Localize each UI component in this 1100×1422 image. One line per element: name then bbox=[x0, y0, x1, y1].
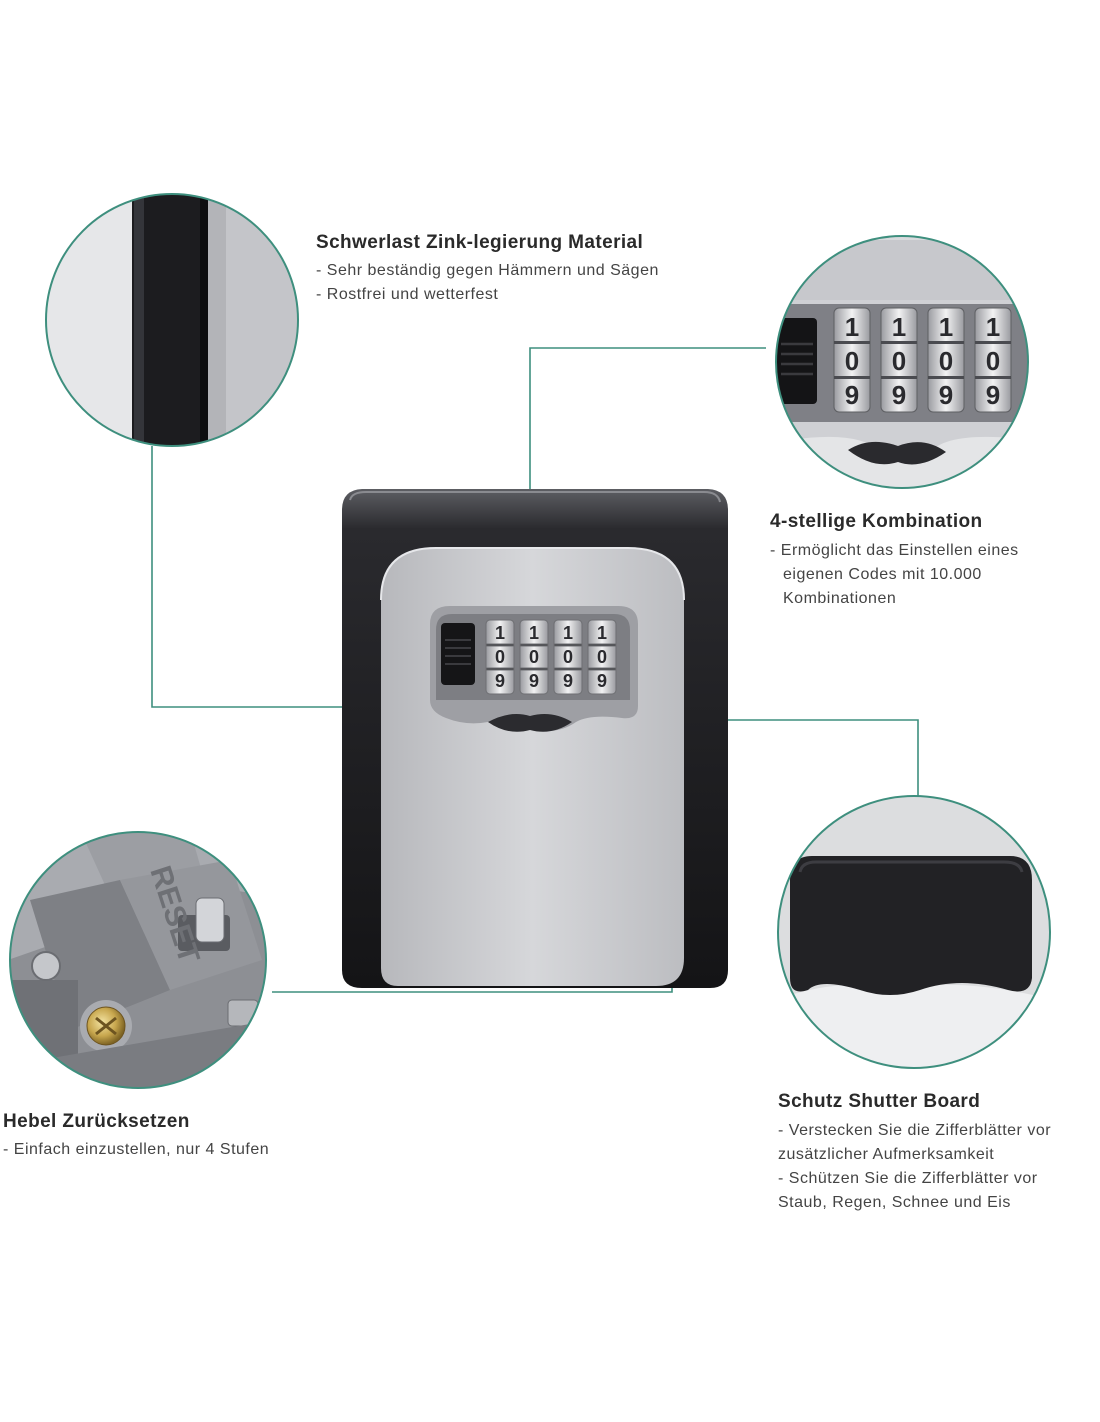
main-dial-2-middle: 0 bbox=[529, 647, 539, 667]
shutter-detail-circle bbox=[777, 795, 1051, 1069]
main-dial-4-middle: 0 bbox=[597, 647, 607, 667]
zoom-dial-3-middle: 0 bbox=[939, 346, 953, 376]
reset-title: Hebel Zurücksetzen bbox=[3, 1111, 190, 1132]
shutter-title: Schutz Shutter Board bbox=[778, 1091, 981, 1112]
combination-line-2: eigenen Codes mit 10.000 bbox=[783, 566, 982, 583]
main-dial-1-top: 1 bbox=[495, 623, 505, 643]
main-dial-2-bottom: 9 bbox=[529, 671, 539, 691]
main-dial-4-top: 1 bbox=[597, 623, 607, 643]
main-dial-3-bottom: 9 bbox=[563, 671, 573, 691]
zoom-dial-3-bottom: 9 bbox=[939, 380, 953, 410]
shutter-line-1: - Verstecken Sie die Zifferblätter vor bbox=[778, 1122, 1052, 1139]
combination-feature: 4-stellige Kombination - Ermöglicht das … bbox=[770, 511, 1019, 611]
zoom-dial-1-middle: 0 bbox=[845, 346, 859, 376]
main-dial-3-middle: 0 bbox=[563, 647, 573, 667]
zoom-dial-3-top: 1 bbox=[939, 312, 953, 342]
main-dial-2-top: 1 bbox=[529, 623, 539, 643]
key-lock-box: 1 1 1 1 0 0 0 0 9 9 9 9 bbox=[342, 489, 728, 988]
zoom-dial-4-middle: 0 bbox=[986, 346, 1000, 376]
reset-feature: Hebel Zurücksetzen - Einfach einzustelle… bbox=[3, 1111, 269, 1162]
shutter-feature: Schutz Shutter Board - Verstecken Sie di… bbox=[778, 1091, 1051, 1215]
zoom-dial-1-top: 1 bbox=[845, 312, 859, 342]
combination-line-3: Kombinationen bbox=[783, 590, 897, 607]
combination-detail-circle: 1 1 1 1 0 0 0 0 9 9 9 9 bbox=[775, 235, 1029, 489]
combination-title: 4-stellige Kombination bbox=[770, 511, 983, 532]
main-dial-3-top: 1 bbox=[563, 623, 573, 643]
zoom-dial-4-top: 1 bbox=[986, 312, 1000, 342]
combination-line-1: - Ermöglicht das Einstellen eines bbox=[770, 542, 1019, 559]
material-line-2: - Rostfrei und wetterfest bbox=[316, 286, 499, 303]
zoom-dial-2-middle: 0 bbox=[892, 346, 906, 376]
reset-line-1: - Einfach einzustellen, nur 4 Stufen bbox=[3, 1141, 270, 1158]
material-title: Schwerlast Zink-legierung Material bbox=[316, 232, 644, 253]
zoom-dial-2-bottom: 9 bbox=[892, 380, 906, 410]
main-dial-1-middle: 0 bbox=[495, 647, 505, 667]
connector-material bbox=[151, 446, 378, 708]
material-feature: Schwerlast Zink-legierung Material - Seh… bbox=[316, 232, 659, 307]
main-dial-4-bottom: 9 bbox=[597, 671, 607, 691]
shutter-line-3: - Schützen Sie die Zifferblätter vor bbox=[778, 1170, 1038, 1187]
reset-lever-detail-circle: RESET bbox=[9, 831, 267, 1089]
main-dials bbox=[485, 619, 617, 695]
material-line-1: - Sehr beständig gegen Hämmern und Sägen bbox=[316, 262, 659, 279]
zoom-dial-2-top: 1 bbox=[892, 312, 906, 342]
shutter-line-4: Staub, Regen, Schnee und Eis bbox=[778, 1194, 1011, 1211]
material-detail-circle bbox=[45, 193, 299, 447]
zoom-dial-4-bottom: 9 bbox=[986, 380, 1000, 410]
shutter-line-2: zusätzlicher Aufmerksamkeit bbox=[778, 1146, 995, 1163]
main-dial-1-bottom: 9 bbox=[495, 671, 505, 691]
zoom-dial-1-bottom: 9 bbox=[845, 380, 859, 410]
